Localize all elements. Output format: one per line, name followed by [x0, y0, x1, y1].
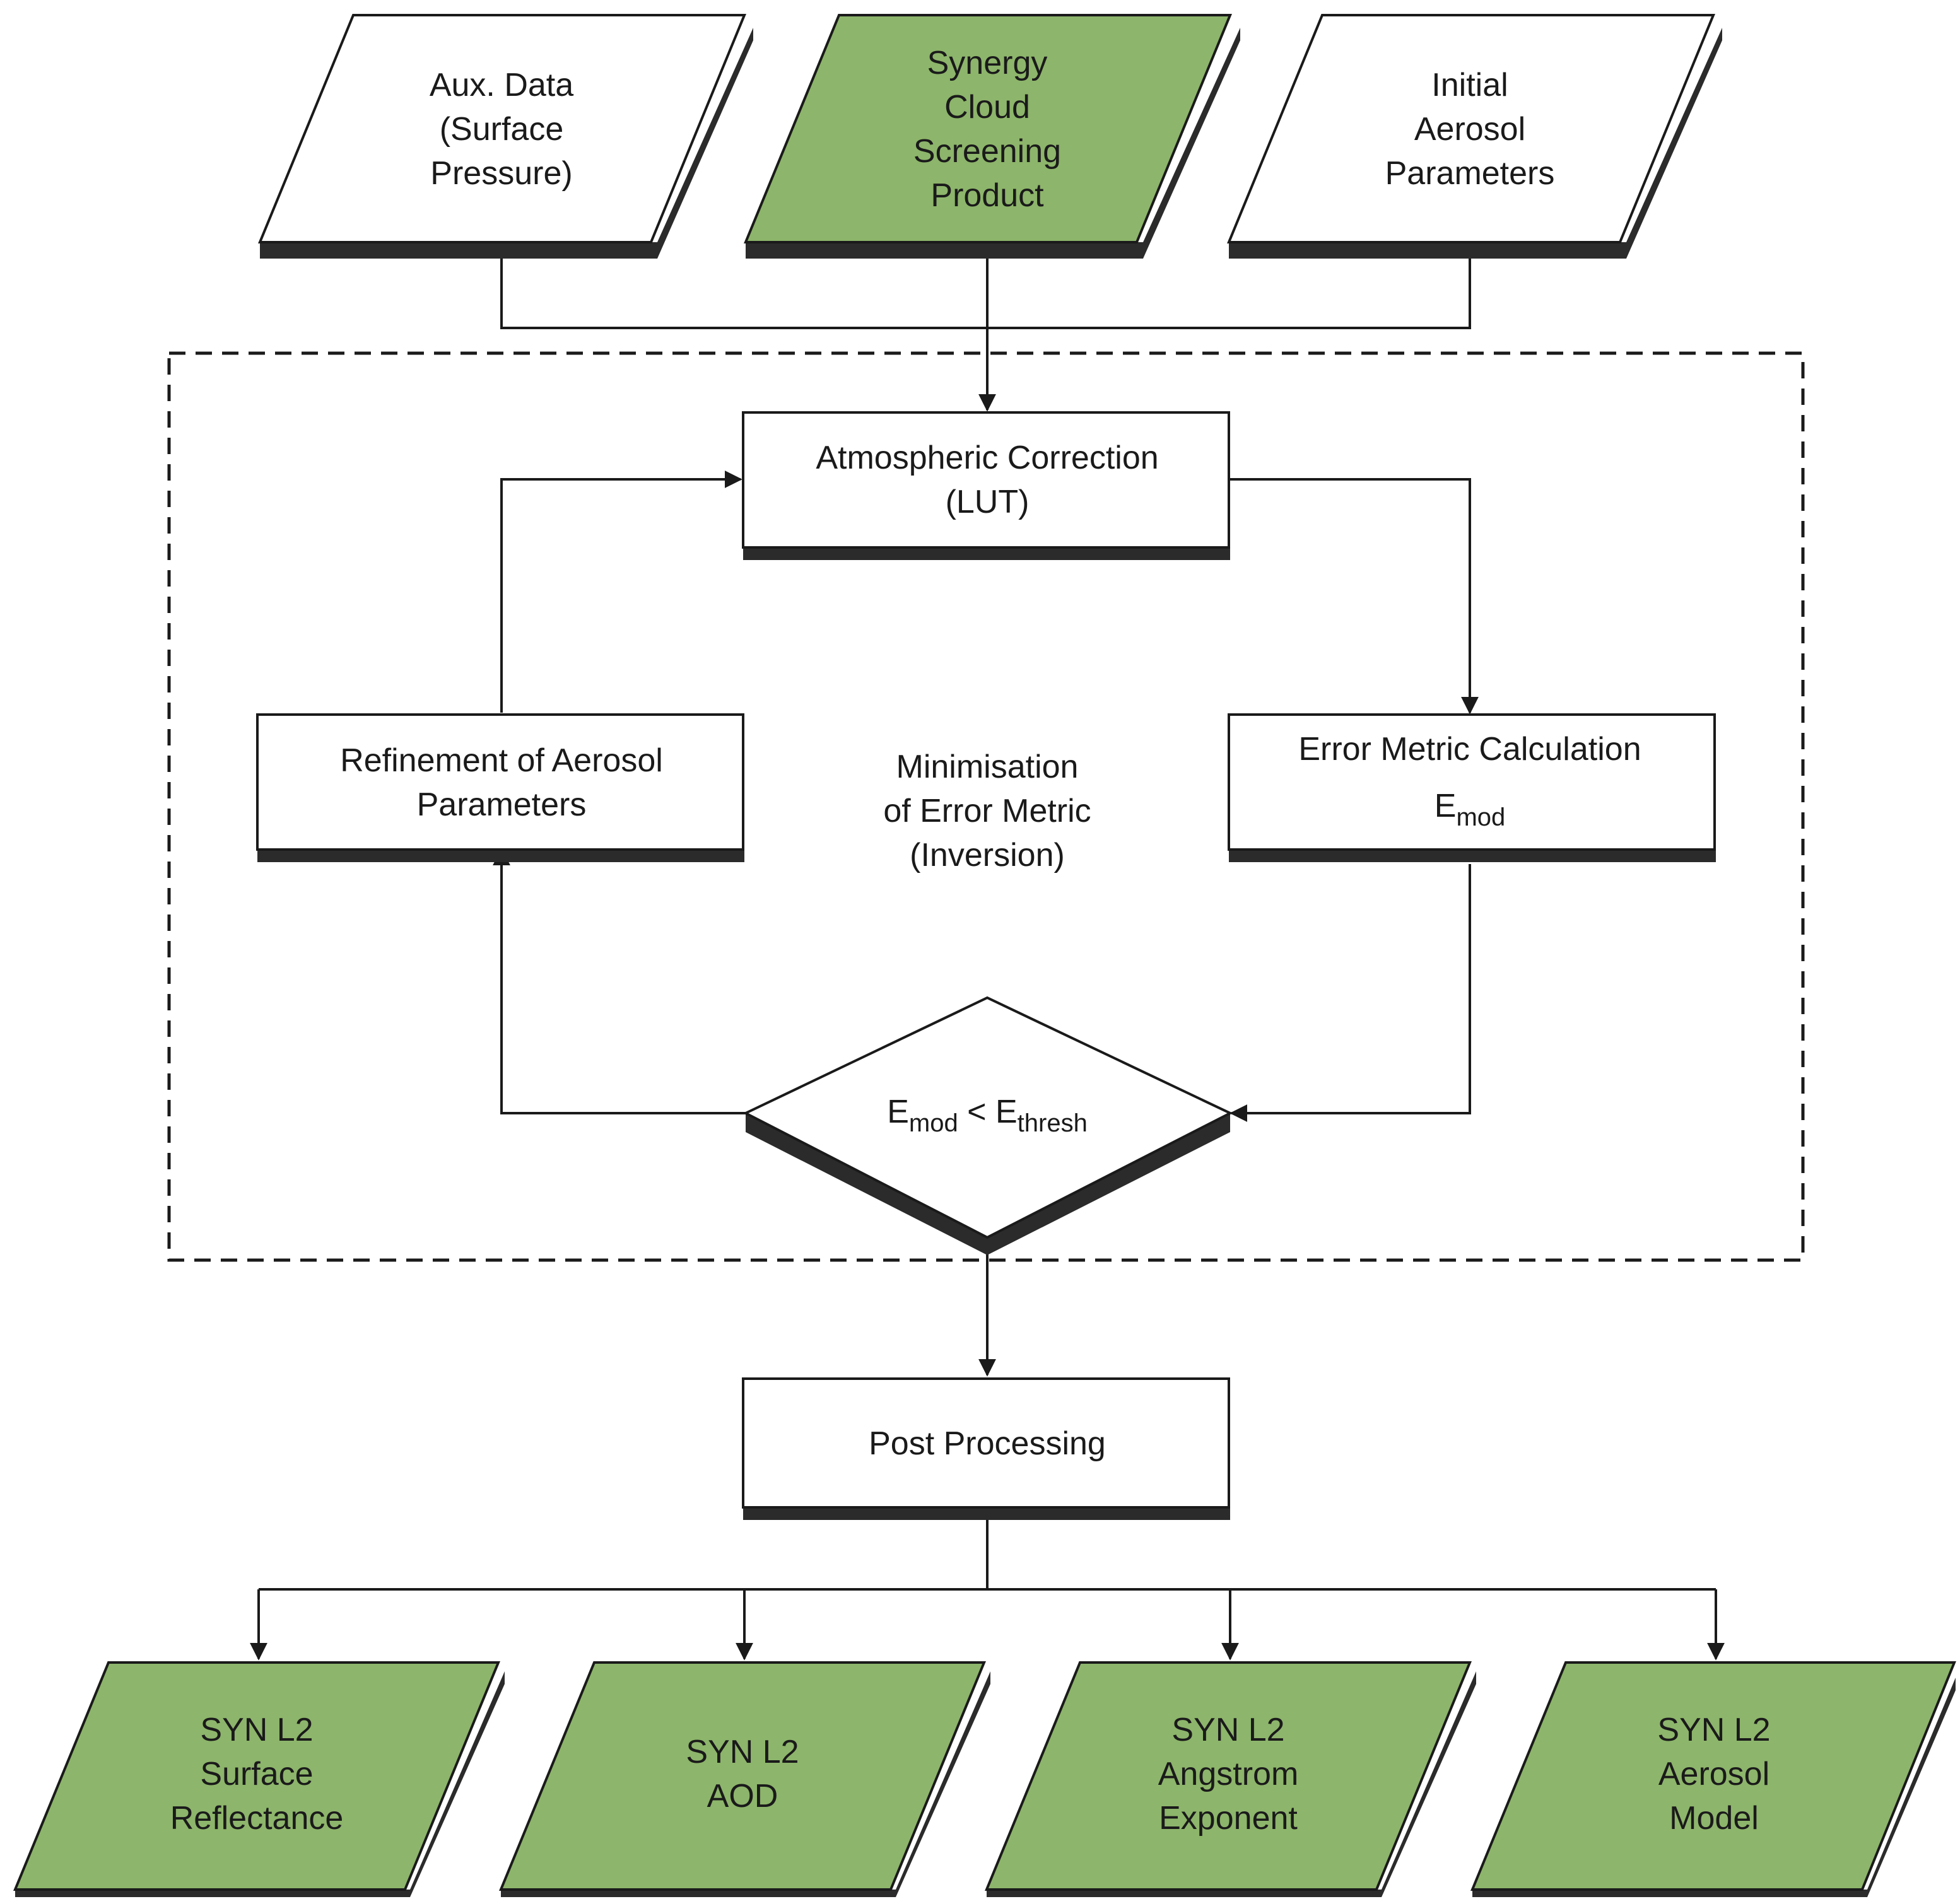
aerosol-model-shape: [1470, 1661, 1956, 1891]
label-line: Product: [930, 177, 1044, 214]
label-line: AOD: [707, 1778, 778, 1814]
initial-aerosol-shape: [1227, 14, 1715, 243]
atmospheric-correction-label: Atmospheric Correction (LUT): [816, 440, 1158, 520]
arrow-atmospheric-to-error-metric: [1229, 478, 1479, 715]
atmospheric-correction-box: Atmospheric Correction (LUT): [742, 411, 1230, 560]
output-aod: SYN L2 AOD: [499, 1661, 990, 1897]
label-line: Model: [1669, 1800, 1759, 1837]
label-line: Aerosol: [1658, 1756, 1769, 1792]
label-line: Reflectance: [170, 1800, 344, 1837]
label-line: (Inversion): [910, 837, 1065, 874]
angstrom-shape: [985, 1661, 1472, 1891]
label-line: Atmospheric Correction: [816, 440, 1158, 476]
error-metric-box: Error Metric Calculation Emod: [1228, 713, 1716, 862]
label-line: of Error Metric: [883, 793, 1091, 829]
decision-condition: Emod < Ethresh: [887, 1094, 1088, 1137]
label-line: Minimisation: [896, 749, 1079, 785]
label-line: Parameters: [417, 786, 587, 823]
error-metric-shape: [1228, 713, 1716, 851]
label-line: SYN L2: [1657, 1712, 1770, 1748]
aux-data-shape: [258, 14, 746, 243]
atmospheric-correction-shape: [742, 411, 1230, 549]
connector-initial-aerosol: [987, 243, 1471, 329]
label-line: Screening: [913, 133, 1061, 170]
arrow-decision-to-refinement: [493, 848, 746, 1114]
label-line: SYN L2: [200, 1712, 313, 1748]
connectors: [250, 243, 1725, 1661]
label-line: Aux. Data: [430, 67, 573, 103]
label-line: Aerosol: [1414, 111, 1525, 148]
post-processing-shape: [742, 1377, 1230, 1509]
minimisation-label: Minimisation of Error Metric (Inversion): [883, 749, 1091, 874]
decision-diamond: Emod < Ethresh: [742, 996, 1233, 1255]
label-line: Exponent: [1159, 1800, 1298, 1837]
surface-reflectance-shape: [13, 1661, 500, 1891]
label-line: (LUT): [946, 484, 1030, 520]
label-line: SYN L2: [686, 1734, 799, 1770]
arrow-error-metric-to-decision: [1229, 864, 1471, 1122]
error-metric-symbol: Emod: [1435, 788, 1506, 831]
aod-shape: [499, 1661, 986, 1891]
label-line: Pressure): [430, 155, 572, 192]
decision-shape: [742, 996, 1233, 1239]
aod-label: SYN L2 AOD: [686, 1734, 799, 1814]
label-line: (Surface: [440, 111, 564, 148]
refinement-shape: [256, 713, 744, 851]
connector-aux-data: [500, 243, 987, 329]
label-line: Initial: [1431, 67, 1508, 103]
arrow-refinement-to-atmospheric: [500, 470, 742, 713]
post-processing-label: Post Processing: [869, 1425, 1106, 1462]
error-metric-title: Error Metric Calculation: [1298, 731, 1641, 768]
post-processing-box: Post Processing: [742, 1377, 1230, 1520]
label-line: Refinement of Aerosol: [340, 742, 663, 779]
label-line: Parameters: [1385, 155, 1555, 192]
label-line: Angstrom: [1158, 1756, 1299, 1792]
label-line: Cloud: [944, 89, 1030, 126]
label-line: Surface: [200, 1756, 313, 1792]
cloud-screening-shape: [744, 14, 1232, 243]
label-line: Synergy: [927, 45, 1048, 81]
label-line: SYN L2: [1171, 1712, 1284, 1748]
